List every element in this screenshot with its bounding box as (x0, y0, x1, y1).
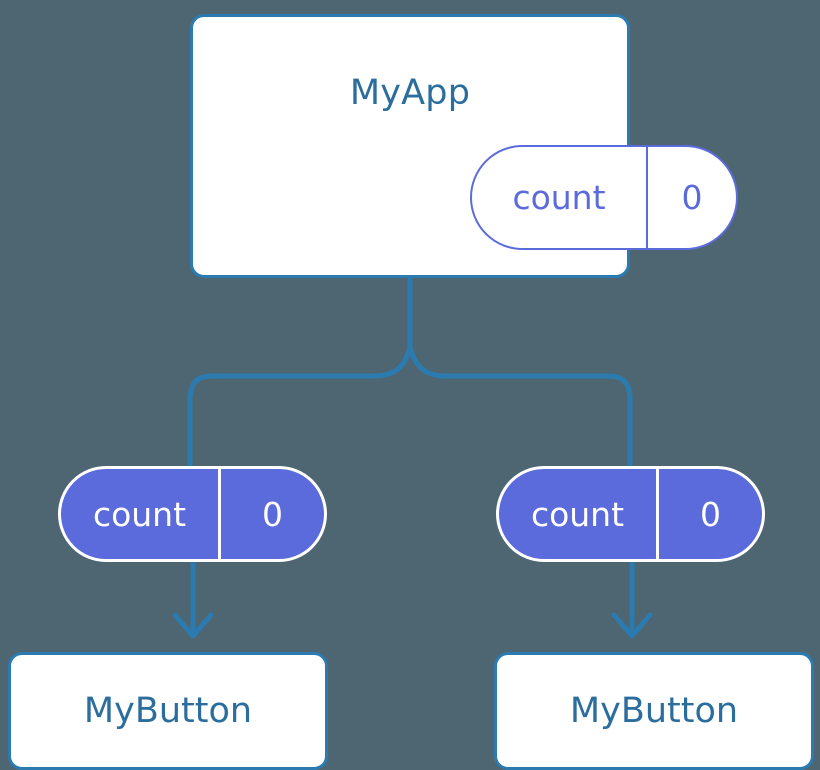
component-card-mybutton-right: MyButton (494, 652, 814, 770)
component-title-mybutton: MyButton (83, 691, 253, 731)
state-pill-key: count (92, 494, 187, 534)
component-title-myapp: MyApp (349, 73, 471, 113)
state-pill-value: 0 (656, 469, 762, 559)
arrow-head-left (172, 612, 214, 639)
branch-line-left (187, 345, 413, 469)
state-pill-key: count (512, 178, 606, 217)
arrow-head-right (611, 612, 653, 639)
component-title-mybutton: MyButton (569, 691, 739, 731)
state-pill-value: 0 (218, 469, 324, 559)
state-pill-branch-right-count: count 0 (496, 466, 765, 562)
state-pill-key: count (530, 494, 625, 534)
state-pill-value: 0 (646, 147, 736, 248)
branch-line-right (407, 345, 633, 469)
component-card-mybutton-left: MyButton (8, 652, 328, 770)
state-pill-branch-left-count: count 0 (58, 466, 327, 562)
component-card-myapp: MyApp count 0 (190, 14, 738, 278)
state-pill-myapp-count: count 0 (470, 145, 738, 250)
